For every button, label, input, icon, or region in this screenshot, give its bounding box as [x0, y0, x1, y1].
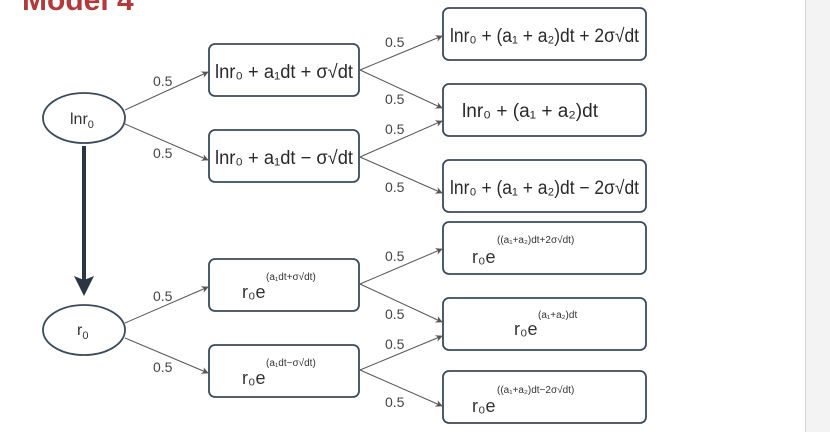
prob-label: 0.5: [385, 91, 405, 107]
node-formula: lnr₀ + (a₁ + a₂)dt − 2σ√dt: [450, 178, 640, 199]
top-level2-dd-node: lnr₀ + (a₁ + a₂)dt − 2σ√dt: [442, 159, 647, 213]
bottom-level2-ud-node: r₀e (a₁+a₂)dt: [442, 297, 647, 351]
edge-bot-d-du: [359, 335, 443, 371]
node-exponent: (a₁dt−σ√dt): [266, 357, 316, 369]
root-label: r: [77, 322, 83, 339]
prob-label: 0.5: [385, 34, 405, 50]
node-base: r₀e: [514, 319, 537, 339]
bottom-level2-dd-node: r₀e ((a₁+a₂)dt−2σ√dt): [442, 370, 647, 424]
svg-text:lnr0: lnr0: [70, 111, 94, 131]
prob-label: 0.5: [385, 121, 405, 137]
node-formula: lnr₀ + (a₁ + a₂)dt: [462, 101, 599, 122]
node-formula: lnr₀ + a₁dt − σ√dt: [215, 148, 354, 169]
prob-label: 0.5: [385, 248, 405, 264]
node-formula: lnr₀ + (a₁ + a₂)dt + 2σ√dt: [450, 26, 640, 47]
prob-label: 0.5: [385, 306, 405, 322]
root-label: lnr: [70, 111, 88, 128]
node-base: r₀e: [472, 396, 495, 416]
side-scroll-panel[interactable]: [805, 0, 830, 432]
node-base: r₀e: [242, 368, 265, 388]
top-level1-up-node: lnr₀ + a₁dt + σ√dt: [208, 43, 360, 97]
prob-label: 0.5: [385, 179, 405, 195]
edge-top-d-du: [359, 120, 443, 158]
edge-top-d-dd: [359, 156, 443, 194]
prob-label: 0.5: [385, 394, 405, 410]
node-exponent: ((a₁+a₂)dt−2σ√dt): [497, 384, 574, 396]
svg-text:r0: r0: [77, 322, 88, 342]
node-exponent: (a₁+a₂)dt: [538, 310, 577, 321]
prob-label: 0.5: [153, 73, 173, 89]
top-level2-ud-node: lnr₀ + (a₁ + a₂)dt: [442, 83, 647, 137]
bottom-level2-uu-node: r₀e ((a₁+a₂)dt+2σ√dt): [442, 221, 647, 275]
bottom-level1-up-node: r₀e (a₁dt+σ√dt): [208, 258, 360, 312]
slide: Model 4 0.5 0.5 0.5 0.5 0.5: [22, 0, 647, 424]
node-formula: lnr₀ + a₁dt + σ√dt: [215, 62, 354, 83]
edge-bot-u-ud: [359, 283, 443, 323]
edge-bot-root-down: [124, 337, 209, 374]
node-exponent: ((a₁+a₂)dt+2σ√dt): [497, 234, 574, 246]
node-exponent: (a₁dt+σ√dt): [266, 271, 316, 283]
edge-top-root-down: [124, 123, 209, 161]
root-subscript: 0: [82, 330, 88, 342]
slide-title: Model 4: [22, 0, 134, 17]
top-level2-uu-node: lnr₀ + (a₁ + a₂)dt + 2σ√dt: [442, 7, 647, 61]
edge-bot-root-up: [124, 286, 209, 324]
tree-diagram: 0.5 0.5 0.5 0.5 0.5 0.5 0.5 0.5 0.5 0.5 …: [42, 7, 647, 424]
root-subscript: 0: [88, 119, 94, 131]
prob-label: 0.5: [153, 288, 173, 304]
edge-bot-u-uu: [359, 248, 443, 285]
prob-label: 0.5: [153, 359, 173, 375]
edge-top-u-ud: [359, 69, 443, 109]
prob-label: 0.5: [153, 145, 173, 161]
node-base: r₀e: [472, 247, 495, 267]
node-base: r₀e: [242, 282, 265, 302]
edge-bot-d-dd: [359, 369, 443, 407]
prob-label: 0.5: [385, 336, 405, 352]
edge-top-root-up: [124, 71, 209, 111]
bottom-root-node: r0: [42, 304, 126, 356]
top-root-node: lnr0: [42, 92, 126, 144]
top-level1-down-node: lnr₀ + a₁dt − σ√dt: [208, 129, 360, 183]
bottom-level1-down-node: r₀e (a₁dt−σ√dt): [208, 344, 360, 398]
edge-top-u-uu: [359, 35, 443, 71]
